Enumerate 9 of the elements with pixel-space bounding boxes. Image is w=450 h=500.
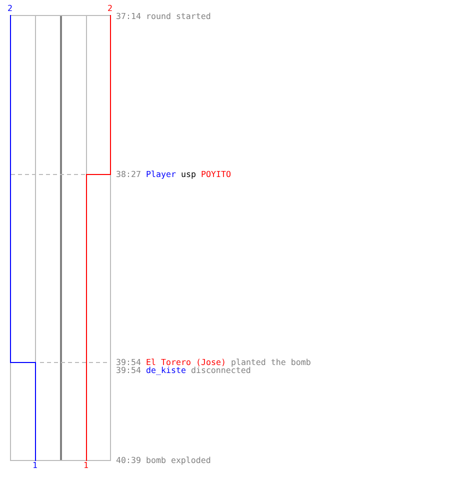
player-count-label: 2 — [108, 4, 112, 12]
log-entry: 39:54 de_kiste disconnected — [116, 366, 251, 374]
player-count-label: 1 — [84, 460, 88, 470]
log-entry: 37:14 round started — [116, 12, 211, 20]
log-entry: 40:39 bomb exploded — [116, 456, 211, 464]
player-count-label: 2 — [8, 4, 12, 12]
log-entry: 38:27 Player usp POYITO — [116, 170, 231, 178]
log-entry: 39:54 El Torero (Jose) planted the bomb — [116, 358, 311, 366]
player-count-label: 1 — [32, 460, 38, 470]
